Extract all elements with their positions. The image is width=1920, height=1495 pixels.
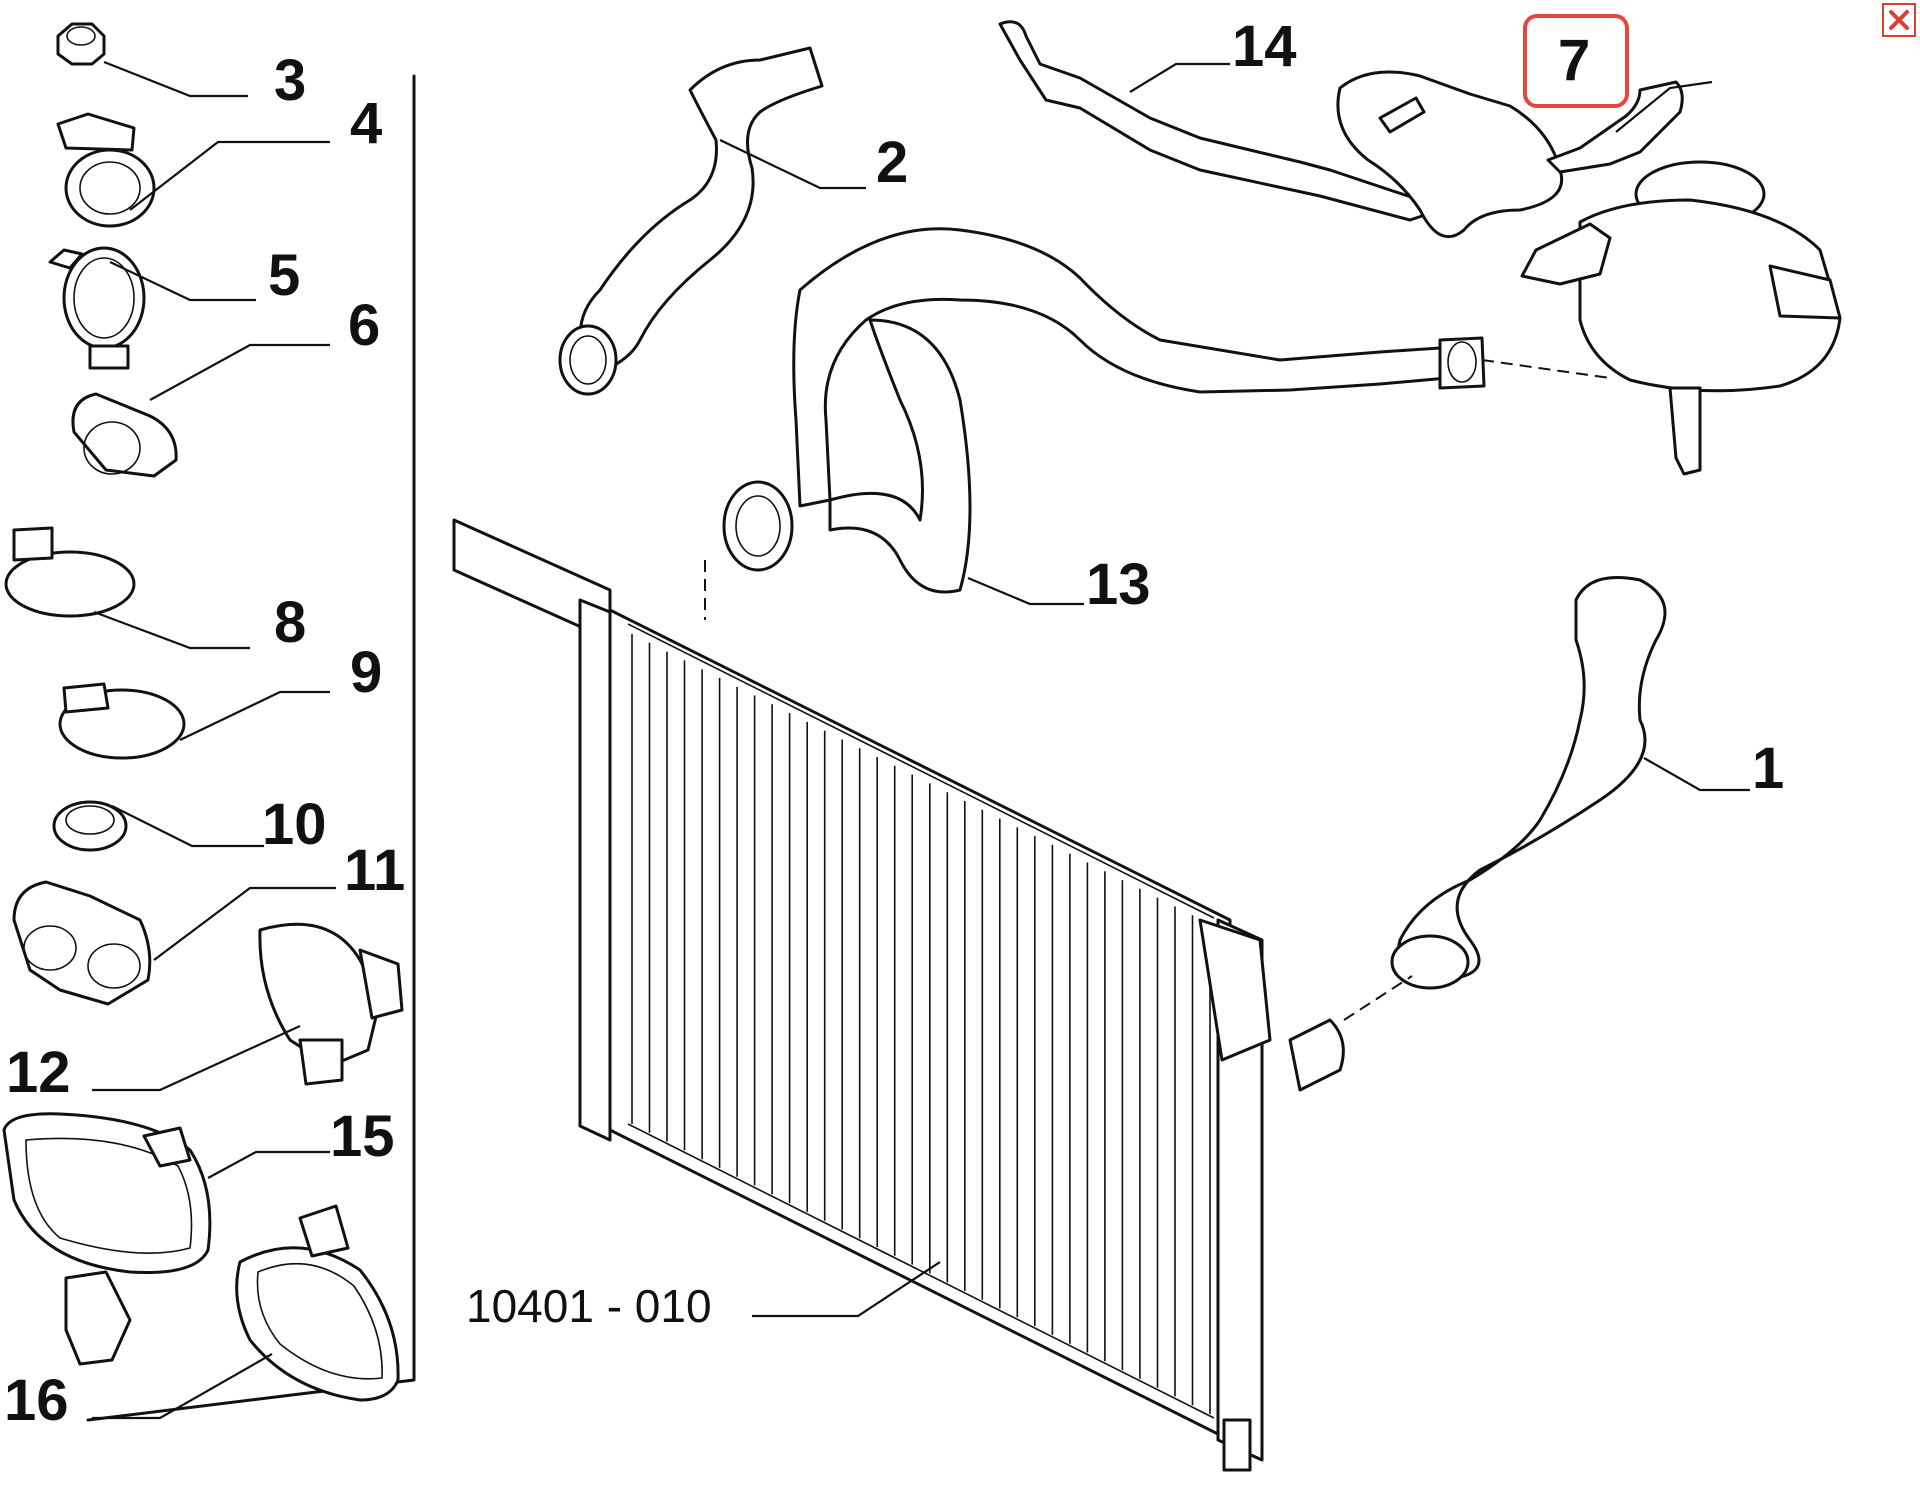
part-12-large-clamp (92, 922, 404, 1092)
callout-2[interactable]: 2 (876, 130, 908, 195)
callout-9[interactable]: 9 (350, 640, 382, 705)
callout-7[interactable]: 7 (1558, 28, 1590, 93)
callout-3[interactable]: 3 (274, 48, 306, 113)
callout-11[interactable]: 11 (344, 838, 405, 903)
callout-13[interactable]: 13 (1086, 552, 1151, 617)
part-1-hose (1390, 576, 1750, 990)
left-panel-divider (86, 74, 416, 1422)
part-16-large-clamp (92, 1204, 400, 1420)
callout-15[interactable]: 15 (330, 1104, 395, 1169)
close-icon[interactable] (1882, 3, 1916, 37)
part-5-clamp (48, 246, 256, 370)
callout-6[interactable]: 6 (348, 293, 380, 358)
part-13-hose (722, 227, 1486, 606)
part-11-double-clamp (12, 880, 336, 1006)
reference-code[interactable]: 10401 - 010 (466, 1280, 712, 1332)
part-9-band (58, 682, 330, 760)
callout-1[interactable]: 1 (1752, 736, 1784, 801)
callout-10[interactable]: 10 (262, 792, 327, 857)
callout-4[interactable]: 4 (350, 91, 382, 156)
part-10-clamp (52, 800, 264, 852)
radiator-core (452, 518, 1345, 1472)
radiator-leader (752, 1261, 941, 1318)
callout-16[interactable]: 16 (4, 1368, 69, 1433)
callout-14[interactable]: 14 (1232, 14, 1297, 79)
callout-5[interactable]: 5 (268, 243, 300, 308)
callout-8[interactable]: 8 (274, 590, 306, 655)
connection-lines (704, 359, 1611, 1021)
part-8-band (4, 526, 250, 650)
part-4-clamp (56, 112, 330, 228)
part-3-nut (56, 22, 248, 98)
part-15-large-clamp (2, 1112, 330, 1366)
part-6-clamp (71, 343, 330, 478)
part-2-hose (558, 46, 866, 396)
part-7-expansion-tank (1520, 80, 1842, 476)
callout-7-highlight (1523, 14, 1629, 108)
callout-12[interactable]: 12 (6, 1040, 71, 1105)
part-14-pipe (998, 20, 1563, 239)
